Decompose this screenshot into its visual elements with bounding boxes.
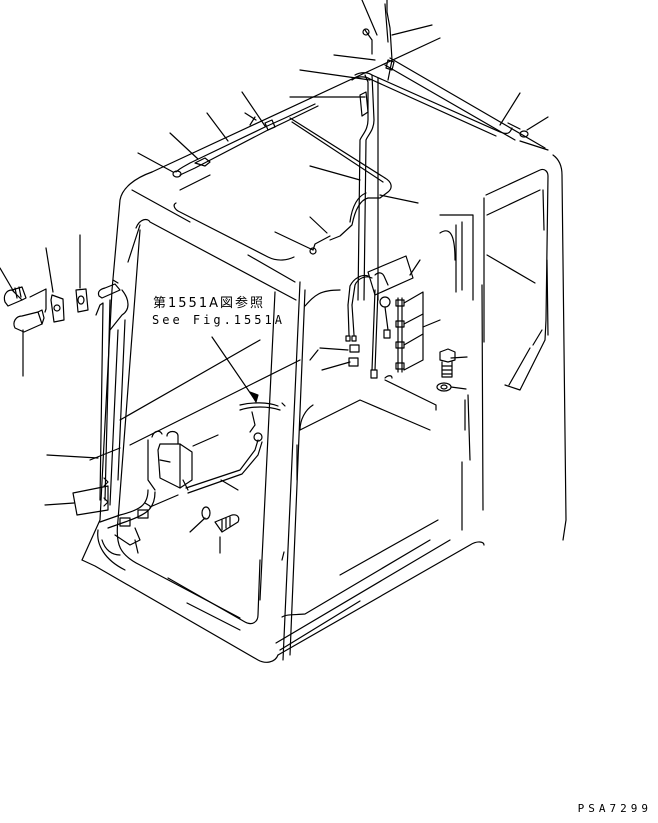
roof-harness [172, 0, 529, 301]
washer-hose [185, 402, 286, 494]
drawing-id: PSA7299 [577, 802, 652, 815]
washer-right [436, 382, 452, 392]
bolt-lower [214, 514, 240, 533]
washer-lower [201, 506, 211, 520]
leader-lines [0, 0, 549, 554]
relay-bracket-with-connectors [345, 255, 437, 411]
bolt-right [439, 348, 456, 378]
reference-note-english: See Fig.1551A [152, 313, 285, 327]
washer-tank [147, 430, 193, 491]
clamp [72, 477, 109, 516]
reference-note-japanese: 第1551A図参照 [153, 296, 265, 311]
door-lock-parts [3, 279, 121, 333]
cab-frame [81, 37, 567, 663]
